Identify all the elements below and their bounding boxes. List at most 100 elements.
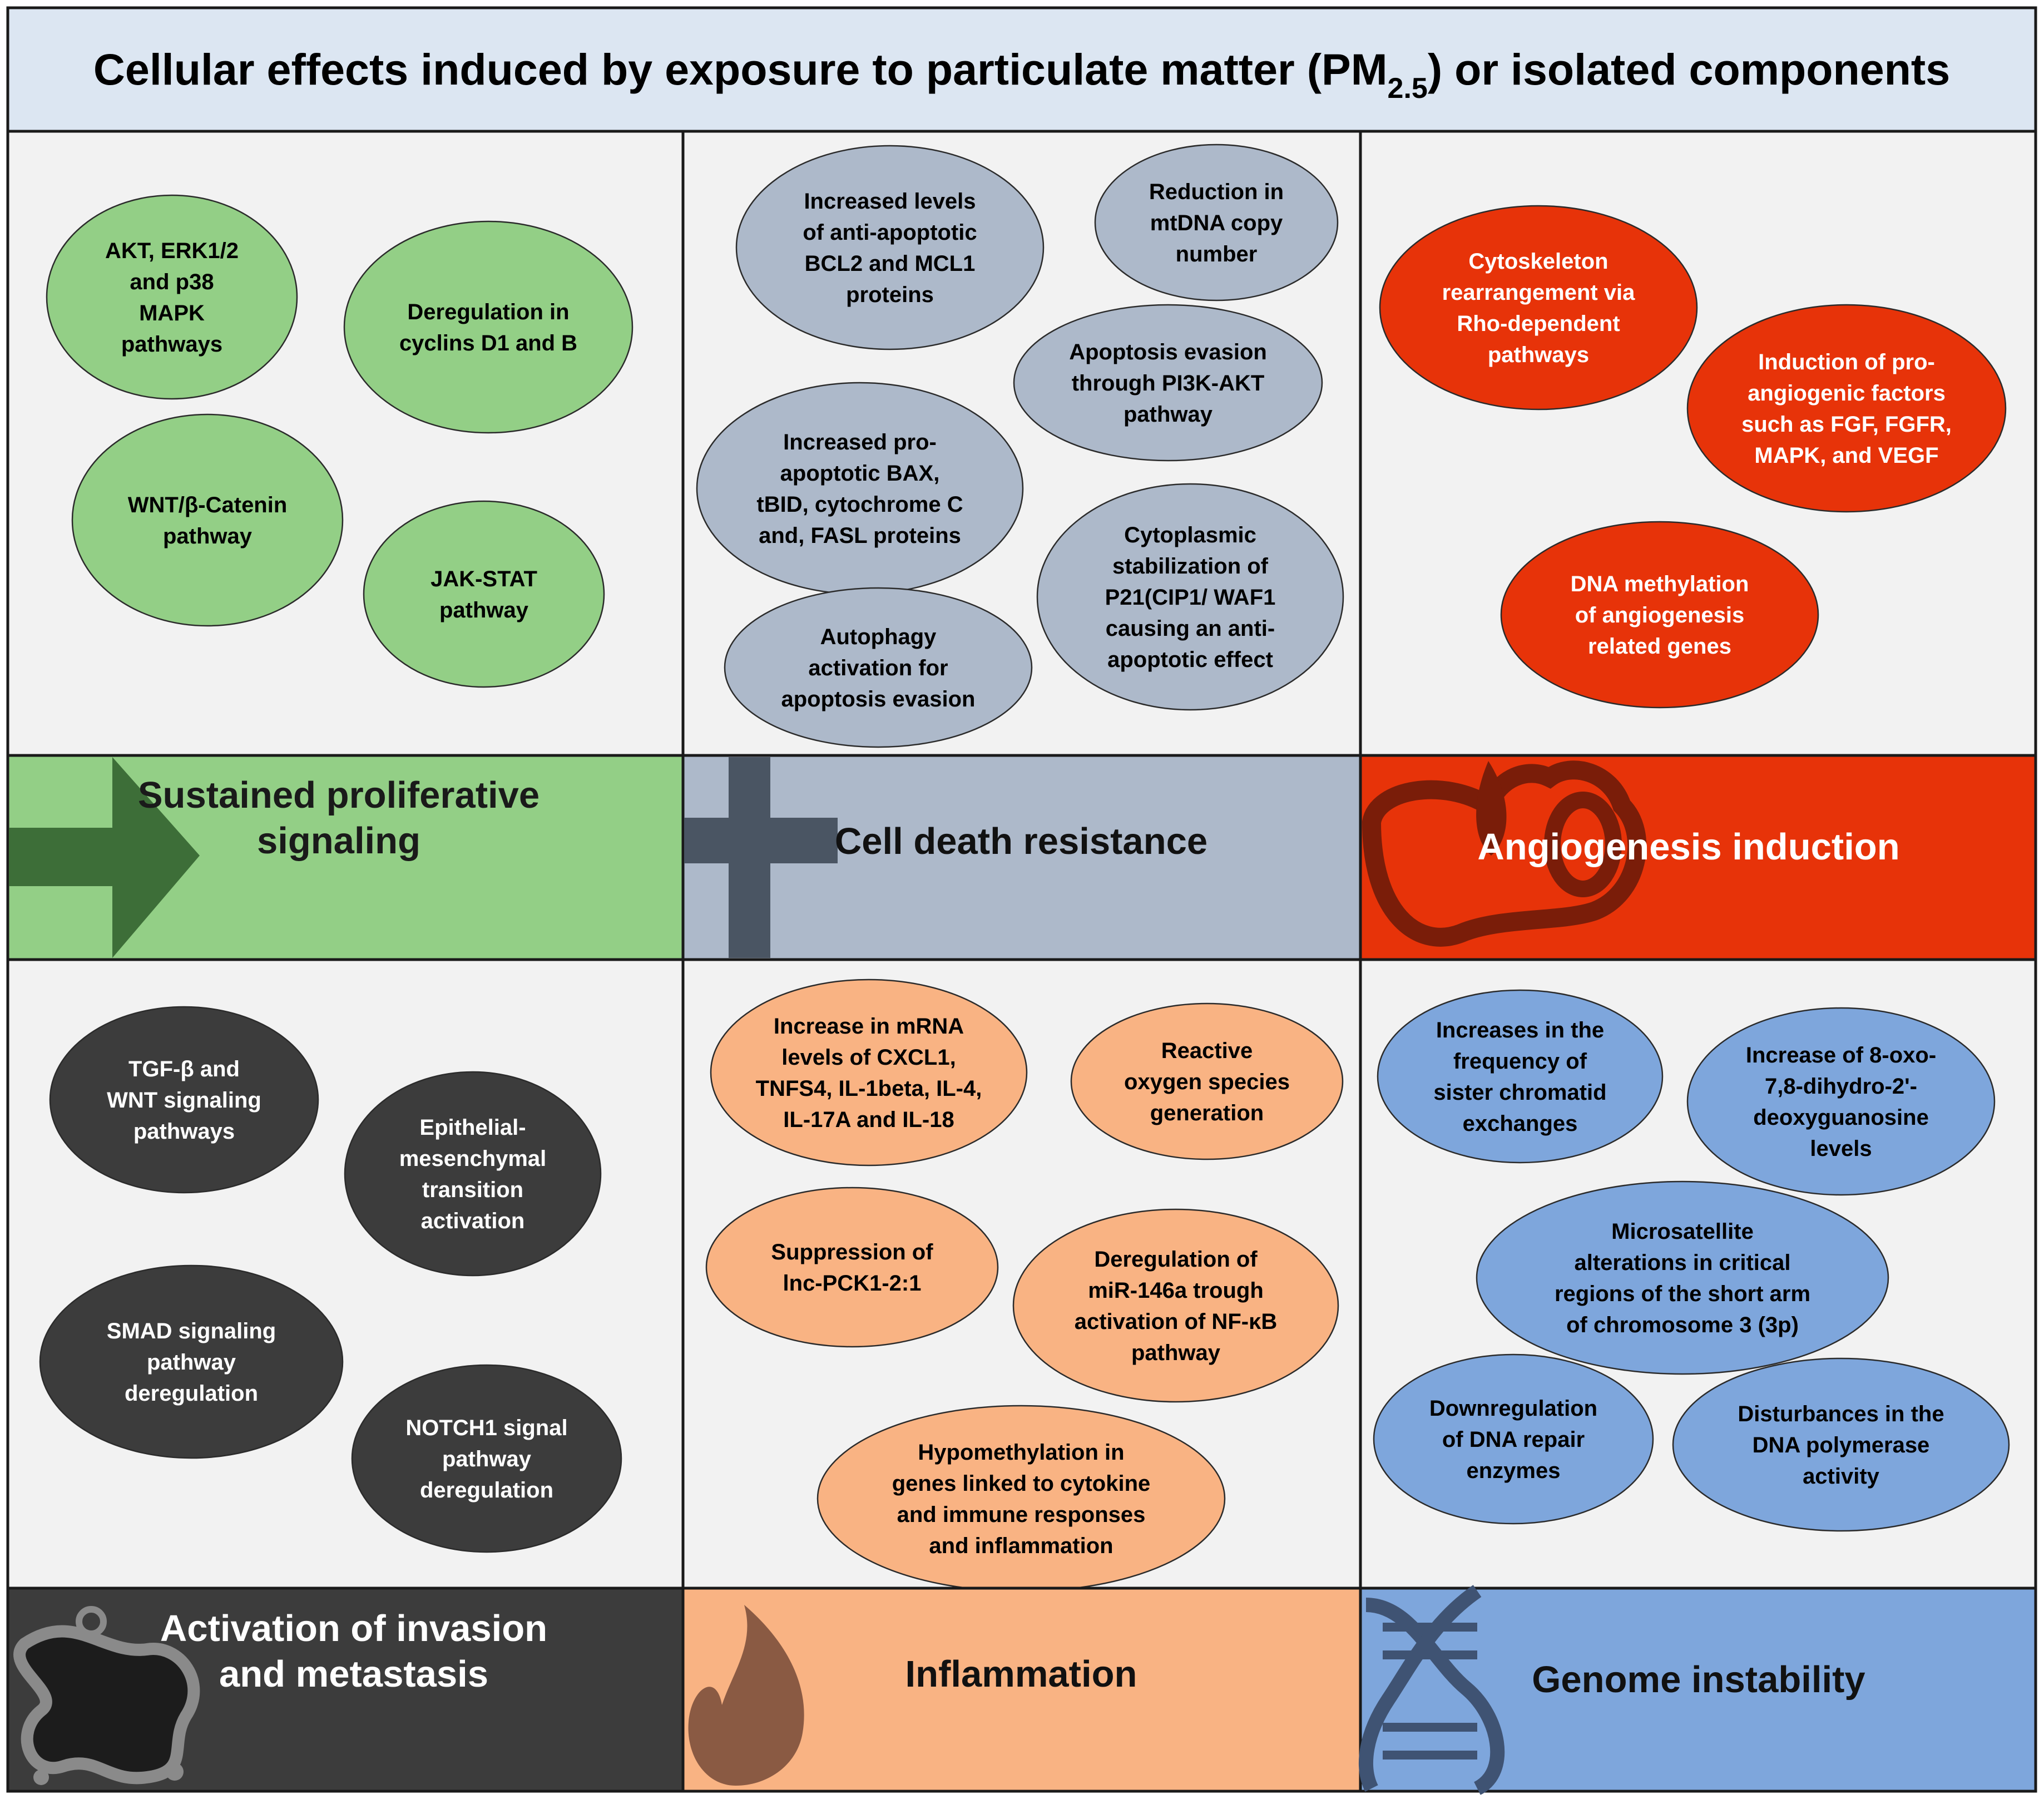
effect-label-line: and inflammation [929, 1534, 1113, 1558]
inflammation-effect-4: Deregulation of miR-146a trough activation… [1012, 1208, 1339, 1403]
cell-death-effect-ellipse [724, 587, 1033, 748]
proliferative-effect-ellipse [343, 220, 634, 434]
effect-label-line: WNT signaling [107, 1088, 261, 1113]
genome-effect-2: Increase of 8-oxo-7,8-dihydro-2'-deoxygu… [1686, 1007, 1996, 1196]
angiogenesis-effect-ellipse [1686, 304, 2007, 513]
effect-label-line: pathways [133, 1119, 235, 1144]
genome-banner: Genome instability [1359, 1585, 2037, 1795]
banner-title-line: Genome instability [1532, 1659, 1865, 1701]
effect-label-line: Induction of pro- [1758, 350, 1935, 374]
banner-title-line: Sustained proliferative [138, 774, 540, 816]
dna-helix-icon [1359, 1585, 1505, 1795]
effect-label-line: Downregulation [1429, 1396, 1597, 1421]
effect-label-line: pathway [163, 524, 253, 548]
effect-label-line: TGF-β and [128, 1057, 240, 1081]
proliferative-effect-ellipse [46, 194, 298, 400]
effect-label-line: of chromosome 3 (3p) [1566, 1313, 1799, 1337]
banner-title-line: Activation of invasion [160, 1608, 547, 1649]
blood-vessel-icon [1362, 760, 1647, 947]
effect-label-line: pathway [1131, 1341, 1221, 1365]
banner-title-line: Angiogenesis induction [1477, 826, 1899, 868]
effect-label-line: Reactive [1161, 1039, 1253, 1063]
effect-label-line: rearrangement via [1442, 280, 1636, 305]
effect-label-line: oxygen species [1124, 1070, 1290, 1094]
proliferative-effect-ellipse [71, 413, 344, 627]
effect-label-line: apoptotic effect [1107, 648, 1273, 672]
banner-title-line: signaling [257, 820, 420, 862]
effect-label-line: miR-146a trough [1088, 1278, 1264, 1303]
invasion-effect-ellipse [344, 1071, 602, 1277]
effect-label-line: Deregulation of [1094, 1247, 1258, 1272]
effect-label-line: of angiogenesis [1575, 603, 1745, 627]
effect-label-line: genes linked to cytokine [892, 1471, 1151, 1496]
effect-label-line: generation [1150, 1101, 1264, 1125]
effect-label-line: TNFS4, IL-1beta, IL-4, [756, 1076, 982, 1101]
effect-label-line: mesenchymal [399, 1146, 547, 1171]
banner-title-line: Cell death resistance [835, 821, 1207, 862]
effect-label-line: Disturbances in the [1738, 1402, 1944, 1426]
effect-label-line: mtDNA copy [1150, 211, 1283, 235]
inflammation-effect-2: Reactive oxygen species generation [1070, 1002, 1344, 1160]
cross-icon [684, 757, 838, 958]
effect-label-line: levels [1810, 1136, 1872, 1161]
effect-label-line: sister chromatid [1433, 1080, 1606, 1105]
effect-label-line: activation of NF-κB [1075, 1309, 1278, 1334]
title-suffix: ) or isolated components [1428, 45, 1950, 94]
effect-label-line: MAPK [139, 301, 205, 325]
effect-label-line: proteins [846, 283, 934, 307]
title-subscript: 2.5 [1388, 72, 1428, 105]
cell-death-effect-ellipse [696, 382, 1024, 595]
effect-label-line: deoxyguanosine [1753, 1105, 1929, 1130]
effect-label-line: Increase of 8-oxo- [1746, 1043, 1936, 1067]
effect-label-line: Hypomethylation in [918, 1440, 1124, 1465]
angiogenesis-banner: Angiogenesis induction [1359, 754, 2037, 961]
effect-label-line: pathways [1488, 343, 1589, 367]
effect-label-line: NOTCH1 signal [405, 1416, 567, 1440]
invasion-effect-ellipse [49, 1006, 319, 1194]
banner-title-line: and metastasis [219, 1653, 488, 1695]
cell-death-effect-ellipse [1013, 304, 1323, 462]
cell-death-banner: Cell death resistance [681, 754, 1362, 961]
effect-label-line: deregulation [125, 1381, 258, 1406]
effect-label-line: DNA polymerase [1753, 1433, 1930, 1457]
effect-label-line: tBID, cytochrome C [756, 492, 963, 517]
effect-label-line: cyclins D1 and B [399, 331, 577, 355]
banner-title-line: Inflammation [905, 1653, 1137, 1695]
effect-label-line: lnc-PCK1-2:1 [783, 1271, 922, 1296]
effect-label-line: Microsatellite [1611, 1219, 1754, 1244]
flame-icon [688, 1605, 804, 1786]
effect-label-line: through PI3K-AKT [1072, 371, 1265, 396]
inflammation-effect-ellipse [1070, 1002, 1344, 1160]
inflammation-effect-ellipse [1012, 1208, 1339, 1403]
effect-label-line: Epithelial- [419, 1115, 526, 1140]
cell-death-banner-title: Cell death resistance [835, 821, 1207, 862]
effect-label-line: frequency of [1453, 1049, 1587, 1074]
effect-label-line: pathway [439, 598, 529, 622]
effect-label-line: Apoptosis evasion [1069, 340, 1267, 364]
effect-label-line: causing an anti- [1106, 616, 1275, 641]
